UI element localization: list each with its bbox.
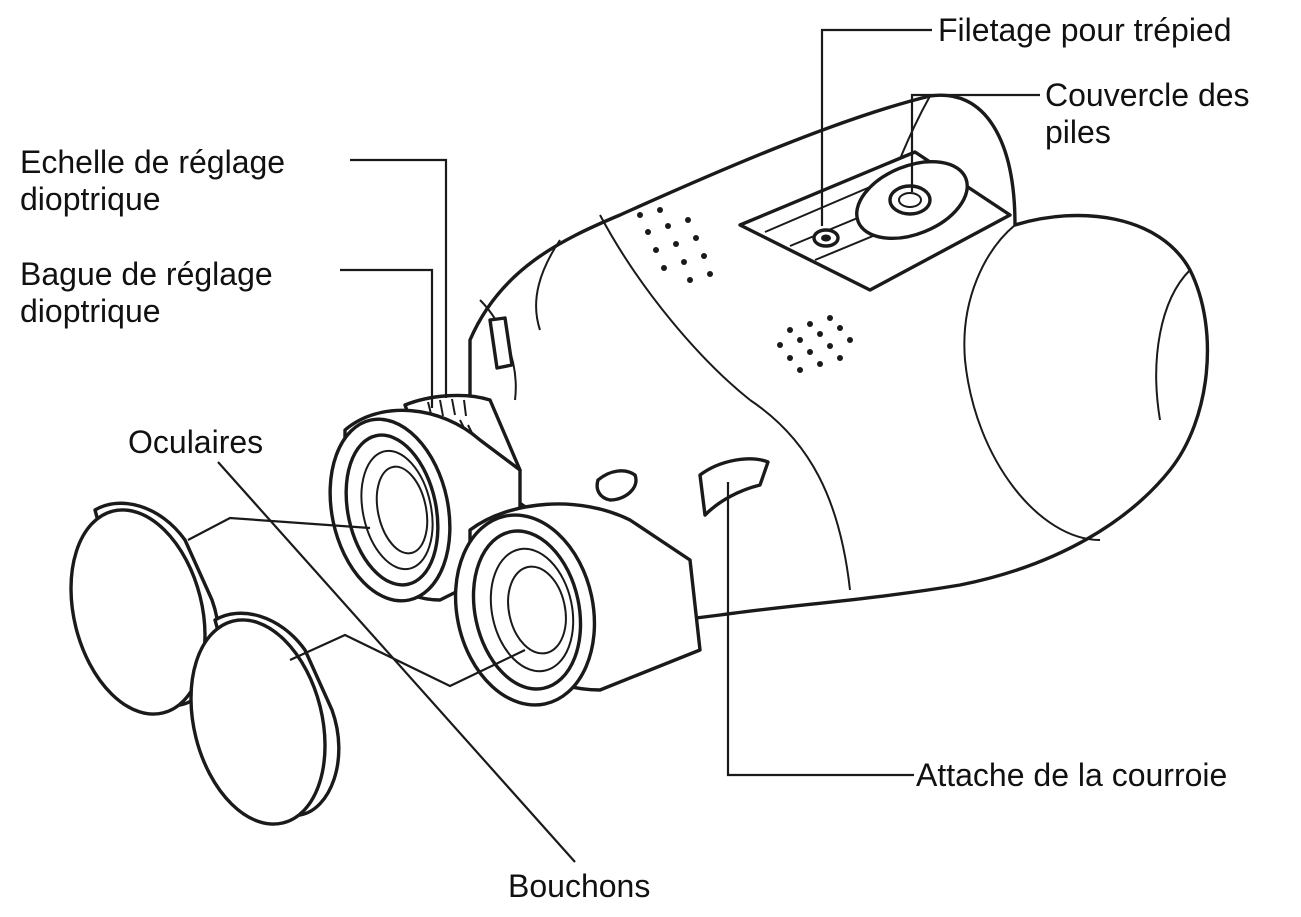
- label-diopter-scale: Echelle de réglage dioptrique: [20, 144, 285, 218]
- label-caps: Bouchons: [508, 868, 650, 905]
- label-scale-line-1: Echelle de réglage: [20, 144, 286, 180]
- label-battery-line-2: piles: [1045, 114, 1111, 150]
- label-strap-attachment: Attache de la courroie: [916, 757, 1227, 794]
- eyepiece-caps: [69, 501, 341, 826]
- label-eyepieces: Oculaires: [128, 424, 263, 461]
- label-caps-text: Bouchons: [508, 868, 651, 904]
- label-tripod-text: Filetage pour trépied: [938, 12, 1232, 48]
- label-ring-line-2: dioptrique: [20, 293, 161, 329]
- leader-lines: [187, 28, 1040, 863]
- left-eyepiece: [328, 408, 522, 603]
- leader-eyepieces: [217, 461, 576, 863]
- leader-caps: [187, 516, 371, 541]
- leader-scale: [350, 158, 448, 398]
- label-eyepieces-text: Oculaires: [128, 424, 264, 460]
- label-tripod-thread: Filetage pour trépied: [938, 12, 1232, 49]
- leader-tripod: [820, 28, 932, 226]
- grip-dots: [637, 207, 853, 373]
- leader-battery: [910, 93, 1040, 192]
- label-battery-cover: Couvercle des piles: [1045, 77, 1250, 151]
- label-strap-text: Attache de la courroie: [916, 757, 1228, 793]
- leader-ring: [340, 268, 434, 408]
- leader-strap: [726, 482, 914, 777]
- label-battery-line-1: Couvercle des: [1045, 77, 1250, 113]
- label-ring-line-1: Bague de réglage: [20, 256, 273, 292]
- leader-caps-2: [289, 633, 526, 688]
- label-scale-line-2: dioptrique: [20, 181, 161, 217]
- right-eyepiece: [453, 502, 702, 707]
- label-diopter-ring: Bague de réglage dioptrique: [20, 256, 273, 330]
